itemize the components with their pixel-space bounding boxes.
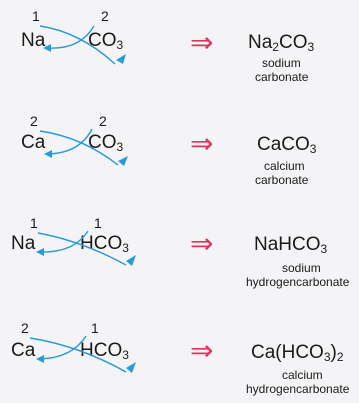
cation-symbol: Na <box>11 233 36 254</box>
cation-valency: 2 <box>21 320 29 336</box>
cation-symbol: Ca <box>21 132 46 153</box>
product-name-line1: sodium <box>282 261 321 275</box>
product-name-line2: carbonate <box>255 173 309 187</box>
cross-over-arrows <box>36 230 136 266</box>
anion-valency: 1 <box>94 215 102 231</box>
yields-arrow: ⇒ <box>190 334 214 367</box>
product-formula: CaCO3 <box>257 134 317 156</box>
yields-arrow: ⇒ <box>190 26 214 59</box>
anion-valency: 1 <box>91 320 99 336</box>
row-sodium-carbonate: 1 Na 2 CO3 ⇒ Na2CO3 sodium carbonate <box>0 0 359 90</box>
row-calcium-hydrogencarbonate: 2 Ca 1 HCO3 ⇒ Ca(HCO3)2 calcium hydrogen… <box>0 310 359 400</box>
cation-symbol: Ca <box>11 340 36 361</box>
product-name-line2: carbonate <box>255 70 309 84</box>
row-calcium-carbonate: 2 Ca 2 CO3 ⇒ CaCO3 calcium carbonate <box>0 99 359 189</box>
product-formula: Na2CO3 <box>248 32 315 54</box>
anion-symbol: CO3 <box>88 30 124 52</box>
cross-over-arrows <box>39 25 126 65</box>
cation-valency: 2 <box>30 113 38 129</box>
product-name-line2: hydrogencarbonate <box>246 382 350 396</box>
anion-symbol: HCO3 <box>80 340 129 362</box>
row-sodium-hydrogencarbonate: 1 Na 1 HCO3 ⇒ NaHCO3 sodium hydrogencarb… <box>0 205 359 295</box>
yields-arrow: ⇒ <box>190 227 214 260</box>
anion-valency: 2 <box>99 113 107 129</box>
product-formula: Ca(HCO3)2 <box>251 342 344 364</box>
product-formula: NaHCO3 <box>254 234 328 256</box>
anion-symbol: CO3 <box>88 132 124 154</box>
product-name-line1: calcium <box>264 159 305 173</box>
cation-valency: 1 <box>32 8 40 24</box>
product-name-line1: sodium <box>262 56 301 70</box>
anion-valency: 2 <box>101 8 109 24</box>
yields-arrow: ⇒ <box>190 127 214 160</box>
cross-over-arrows <box>29 335 136 373</box>
product-name-line2: hydrogencarbonate <box>246 275 350 289</box>
product-name-line1: calcium <box>282 368 323 382</box>
cross-over-arrows <box>39 128 128 166</box>
cation-valency: 1 <box>30 215 38 231</box>
cation-symbol: Na <box>21 30 46 51</box>
